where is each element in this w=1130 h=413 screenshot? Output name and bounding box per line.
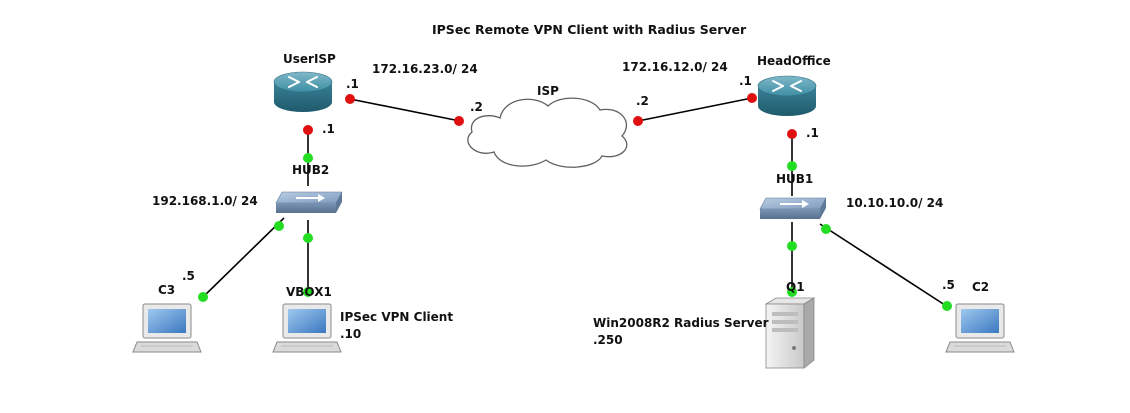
device-label-hub2: HUB2 xyxy=(292,163,330,177)
pc-icon[interactable] xyxy=(272,303,342,353)
network-label-lan-right: 10.10.10.0/ 24 xyxy=(846,196,944,210)
interface-label: .5 xyxy=(182,269,195,283)
port-up-indicator xyxy=(303,153,313,163)
radius-server-ip: .250 xyxy=(593,333,623,347)
router-icon[interactable] xyxy=(273,71,333,113)
port-up-indicator xyxy=(821,224,831,234)
device-label-userisp: UserISP xyxy=(283,52,336,66)
cloud-icon[interactable] xyxy=(467,97,628,168)
port-up-indicator xyxy=(198,292,208,302)
network-label-wan-right: 172.16.12.0/ 24 xyxy=(622,60,728,74)
port-dots xyxy=(198,93,952,311)
interface-label: .2 xyxy=(470,100,483,114)
port-up-indicator xyxy=(303,233,313,243)
network-label-wan-left: 172.16.23.0/ 24 xyxy=(372,62,478,76)
port-up-indicator xyxy=(942,301,952,311)
network-label-lan-left: 192.168.1.0/ 24 xyxy=(152,194,258,208)
link-isp-headoffice xyxy=(637,97,753,122)
interface-label: .2 xyxy=(636,94,649,108)
device-label-c2: C2 xyxy=(972,280,990,294)
port-down-indicator xyxy=(303,125,313,135)
pc-icon[interactable] xyxy=(132,303,202,353)
interface-label: .1 xyxy=(806,126,819,140)
router-icon[interactable] xyxy=(757,75,817,117)
device-label-headoffice: HeadOffice xyxy=(757,54,831,68)
diagram-title: IPSec Remote VPN Client with Radius Serv… xyxy=(432,22,747,37)
port-down-indicator xyxy=(454,116,464,126)
server-icon[interactable] xyxy=(764,297,816,369)
hub-icon[interactable] xyxy=(759,197,827,220)
device-label-hub1: HUB1 xyxy=(776,172,814,186)
port-down-indicator xyxy=(345,94,355,104)
device-label-vbox1: VBOX1 xyxy=(286,285,332,299)
link-hub1-c2 xyxy=(819,223,949,308)
vpn-client-description: IPSec VPN Client xyxy=(340,310,454,324)
device-label-isp: ISP xyxy=(537,84,559,98)
port-down-indicator xyxy=(633,116,643,126)
link-userisp-isp xyxy=(349,98,461,122)
port-up-indicator xyxy=(787,287,797,297)
interface-label: .1 xyxy=(739,74,752,88)
port-up-indicator xyxy=(787,161,797,171)
device-label-c3: C3 xyxy=(158,283,176,297)
port-up-indicator xyxy=(787,241,797,251)
pc-icon[interactable] xyxy=(945,303,1015,353)
port-down-indicator xyxy=(747,93,757,103)
device-label-q1: Q1 xyxy=(786,280,805,294)
links xyxy=(201,97,949,308)
link-hub2-c3 xyxy=(201,217,285,299)
interface-label: .1 xyxy=(346,77,359,91)
port-up-indicator xyxy=(303,287,313,297)
hub-icon[interactable] xyxy=(275,191,343,214)
vpn-client-ip: .10 xyxy=(340,327,362,341)
port-up-indicator xyxy=(274,221,284,231)
interface-label: .5 xyxy=(942,278,955,292)
port-down-indicator xyxy=(787,129,797,139)
interface-label: .1 xyxy=(322,122,335,136)
radius-server-description: Win2008R2 Radius Server xyxy=(593,316,769,330)
